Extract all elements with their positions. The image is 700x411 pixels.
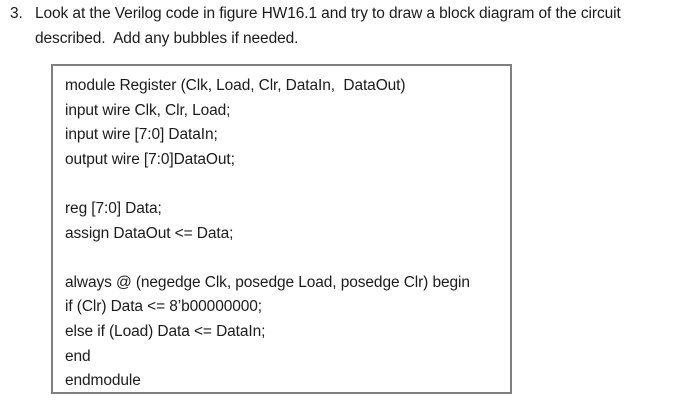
question-text-line: described. Add any bubbles if needed. (35, 30, 299, 47)
verilog-code-box: module Register (Clk, Load, Clr, DataIn,… (51, 64, 512, 394)
code-line: input wire [7:0] DataIn; (65, 126, 218, 144)
question-number: 3. (10, 5, 23, 22)
code-line: module Register (Clk, Load, Clr, DataIn,… (65, 77, 406, 94)
code-line: input wire Clk, Clr, Load; (65, 101, 231, 119)
code-line: else if (Load) Data <= DataIn; (65, 322, 266, 340)
code-line: reg [7:0] Data; (65, 199, 162, 217)
code-line: end (65, 347, 91, 365)
code-line: output wire [7:0]DataOut; (65, 150, 235, 168)
code-line: always @ (negedge Clk, posedge Load, pos… (65, 273, 470, 291)
question-text-line: Look at the Verilog code in figure HW16.… (35, 5, 621, 22)
code-line: endmodule (65, 372, 141, 390)
code-line-blank (65, 246, 502, 271)
code-line-blank (65, 172, 502, 197)
code-line: assign DataOut <= Data; (65, 224, 234, 242)
question-item: 3. Look at the Verilog code in figure HW… (10, 1, 700, 51)
question-text: Look at the Verilog code in figure HW16.… (35, 1, 700, 51)
code-line: if (Clr) Data <= 8’b00000000; (65, 298, 262, 316)
